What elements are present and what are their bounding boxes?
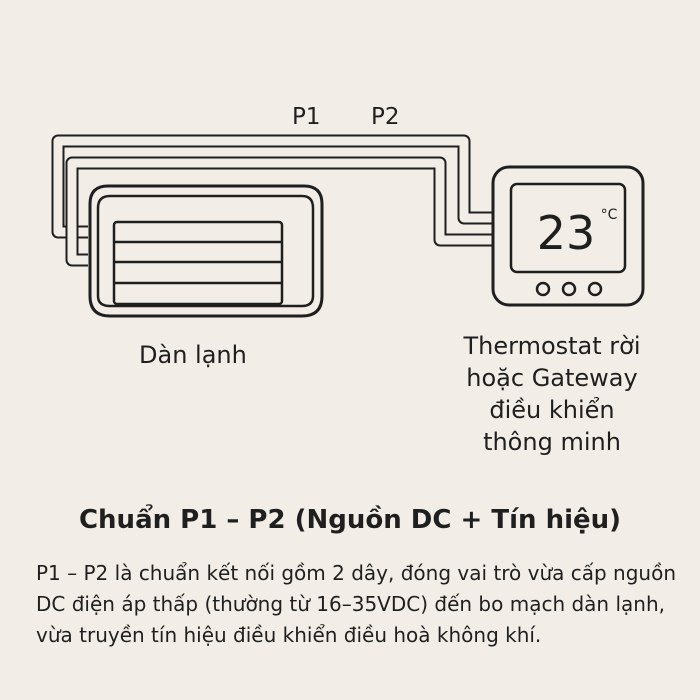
thermostat: 23 °C xyxy=(491,165,645,307)
thermostat-label-line: điều khiển xyxy=(489,396,615,424)
thermostat-label-line: hoặc Gateway xyxy=(466,364,638,392)
thermostat-label-line: thông minh xyxy=(483,428,621,456)
thermostat-button[interactable] xyxy=(561,281,577,297)
indoor-unit xyxy=(88,184,324,318)
temperature-reading: 23 xyxy=(537,206,596,260)
thermostat-label-line: Thermostat rời xyxy=(463,332,641,360)
thermostat-screen xyxy=(509,182,627,274)
wire-label-p1: P1 xyxy=(292,104,321,130)
description-text: P1 – P2 là chuẩn kết nối gồm 2 dây, đóng… xyxy=(36,561,676,647)
thermostat-button[interactable] xyxy=(535,281,551,297)
wire-label-p2: P2 xyxy=(371,104,400,130)
thermostat-button[interactable] xyxy=(587,281,603,297)
indoor-unit-label: Dàn lạnh xyxy=(139,341,247,369)
section-heading: Chuẩn P1 – P2 (Nguồn DC + Tín hiệu) xyxy=(78,505,622,535)
thermostat-label: Thermostat rời hoặc Gateway điều khiển t… xyxy=(440,330,664,458)
temperature-unit: °C xyxy=(601,207,618,223)
